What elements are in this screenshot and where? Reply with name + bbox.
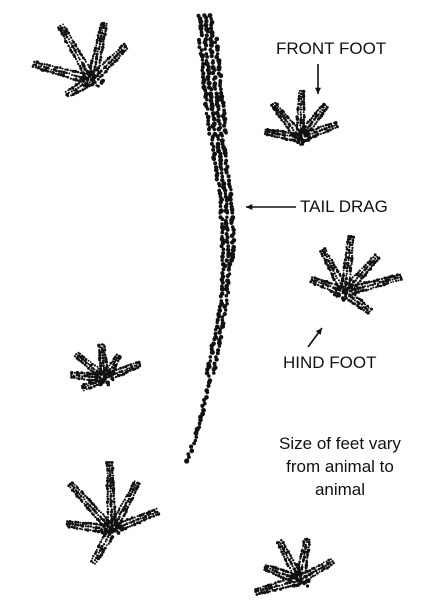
- footprint: [309, 235, 402, 315]
- footprint: [264, 90, 339, 146]
- footprint: [32, 22, 129, 98]
- footprint: [66, 461, 161, 565]
- size-note-line-2: from animal to: [252, 455, 424, 478]
- tail-drag-label: TAIL DRAG: [300, 196, 388, 217]
- arrow-icon: [246, 204, 296, 210]
- size-note: Size of feet vary from animal to animal: [252, 432, 424, 501]
- footprint: [254, 538, 335, 596]
- size-note-line-3: animal: [252, 478, 424, 501]
- arrow-icon: [308, 328, 322, 347]
- hind-foot-label: HIND FOOT: [283, 352, 377, 373]
- arrow-icon: [315, 64, 321, 94]
- footprint: [70, 343, 141, 391]
- size-note-line-1: Size of feet vary: [252, 432, 424, 455]
- tail-drag-mark: [184, 13, 236, 464]
- front-foot-label: FRONT FOOT: [276, 38, 386, 59]
